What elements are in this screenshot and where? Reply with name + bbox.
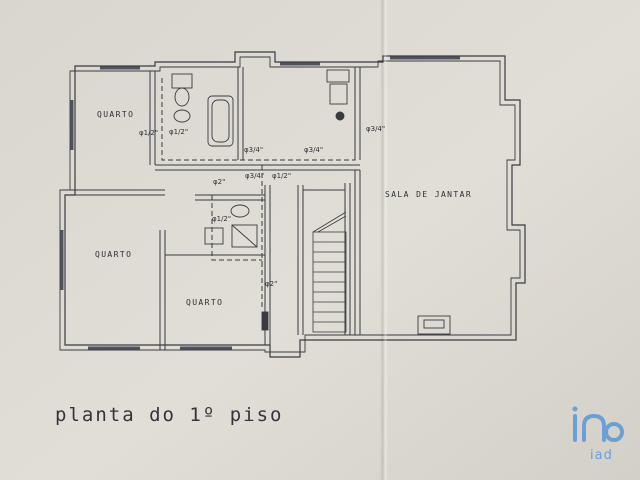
outer-walls (59, 51, 526, 358)
room-label-quarto-bottom-left: QUARTO (95, 250, 133, 259)
pipe-label: φ1/2" (272, 172, 292, 180)
plan-caption: planta do 1º piso (55, 404, 284, 426)
pipe-label: φ1/2" (169, 128, 189, 136)
pipe-lines (161, 78, 356, 308)
pipe-label: φ3/4" (304, 146, 324, 154)
room-label-sala-de-jantar: SALA DE JANTAR (385, 190, 473, 199)
room-label-quarto-bottom-center: QUARTO (186, 298, 224, 307)
pipe-label: φ1/2" (139, 129, 159, 137)
paper-fold (380, 0, 388, 480)
windows (60, 56, 460, 350)
pipe-label: φ2" (265, 280, 278, 288)
pipe-label: φ3/4" (244, 146, 264, 154)
fixtures (171, 69, 451, 335)
pipe-label: φ2" (213, 178, 226, 186)
logo-text: iad (590, 448, 613, 463)
iad-logo (572, 406, 624, 442)
stairs (312, 211, 347, 333)
pipe-label: φ3/4" (245, 172, 265, 180)
pipe-label: φ1/2" (212, 215, 232, 223)
pipe-label: φ3/4" (366, 125, 386, 133)
room-label-quarto-top-left: QUARTO (97, 110, 135, 119)
